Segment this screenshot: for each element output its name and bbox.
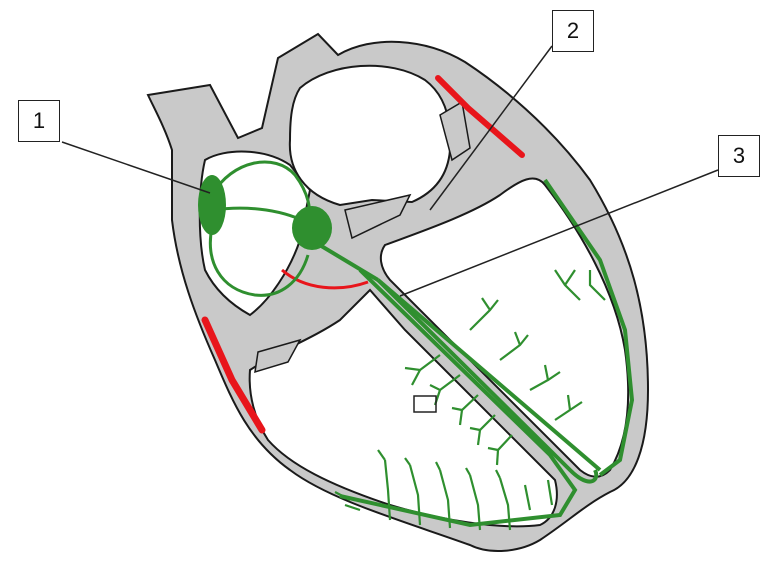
- sinoatrial-node: [198, 175, 226, 235]
- atrioventricular-node: [292, 206, 332, 250]
- left-atrium-chamber: [290, 66, 450, 205]
- callout-label-1: 1: [18, 100, 60, 142]
- callout-label-3: 3: [718, 135, 760, 177]
- callout-label-2: 2: [552, 10, 594, 52]
